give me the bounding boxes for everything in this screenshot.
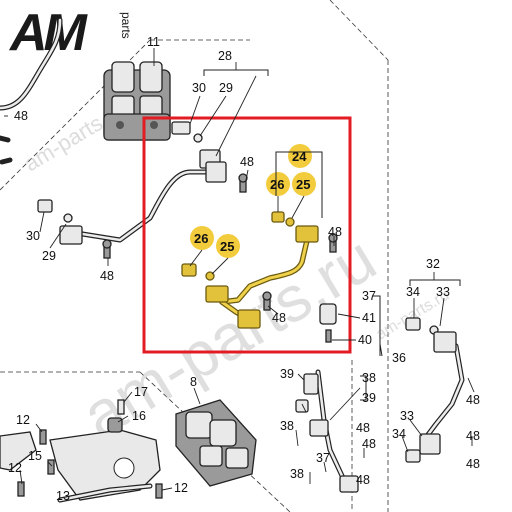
label-26-upper: 26 [270,177,284,192]
label-37-top: 37 [362,289,376,303]
label-12-bottom: 12 [8,461,22,475]
label-48-left: 48 [100,269,114,283]
label-48-top-left: 48 [14,109,28,123]
label-29-top: 29 [219,81,233,95]
label-25-upper: 25 [296,177,310,192]
label-26-lower: 26 [194,231,208,246]
abs-hydraulic-unit [103,61,171,141]
label-48-top: 48 [240,155,254,169]
label-37-bottom: 37 [316,451,330,465]
label-38-mid: 38 [362,371,376,385]
left-brake-pipes [0,17,221,243]
label-39-left: 39 [280,367,294,381]
label-32: 32 [426,257,440,271]
lower-left-assembly [0,399,163,503]
watermark: am-parts.ru am-parts.ru am-parts.ru [20,97,452,452]
label-28: 28 [218,49,232,63]
am-parts-logo: AM parts [8,4,133,62]
label-34-bottom: 34 [392,427,406,441]
label-48-box-right: 48 [328,225,342,239]
callout-26-lower [190,226,214,250]
label-40: 40 [358,333,372,347]
label-39-mid: 39 [362,391,376,405]
callout-25-upper [292,172,316,196]
label-48-bottom-mid: 48 [362,437,376,451]
abs-control-module [175,399,257,487]
callouts [190,144,316,258]
label-48-right-bottom: 48 [466,457,480,471]
label-29-left: 29 [42,249,56,263]
highlight-box [142,116,352,354]
label-15: 15 [28,449,42,463]
label-34-top: 34 [406,285,420,299]
label-33-bottom: 33 [400,409,414,423]
label-48-right-lower: 48 [466,429,480,443]
label-24: 24 [292,149,307,164]
label-8: 8 [190,375,197,389]
part-numbers: 11 28 30 29 48 48 30 29 48 24 26 25 26 2… [8,35,480,503]
right-brake-pipes [295,303,465,493]
callout-24 [288,144,312,168]
label-48-box-bottom: 48 [272,311,286,325]
label-41: 41 [362,311,376,325]
leader-lines [4,48,475,491]
label-38-bottom: 38 [290,467,304,481]
label-33-top: 33 [436,285,450,299]
logo-parts: parts [119,12,133,39]
label-38-left: 38 [280,419,294,433]
label-48-right-mid: 48 [466,393,480,407]
label-16: 16 [132,409,146,423]
callout-26-upper [266,172,290,196]
label-30-top: 30 [192,81,206,95]
label-36: 36 [392,351,406,365]
label-12-left: 12 [16,413,30,427]
label-11: 11 [147,35,160,49]
highlighted-brake-pipe [181,211,338,329]
label-17: 17 [134,385,148,399]
callout-25-lower [216,234,240,258]
label-25-lower: 25 [220,239,234,254]
label-48-mid: 48 [356,421,370,435]
label-12-right: 12 [174,481,188,495]
label-13: 13 [56,489,70,503]
left-clips [37,121,248,259]
label-48-bottom: 48 [356,473,370,487]
label-30-left: 30 [26,229,40,243]
